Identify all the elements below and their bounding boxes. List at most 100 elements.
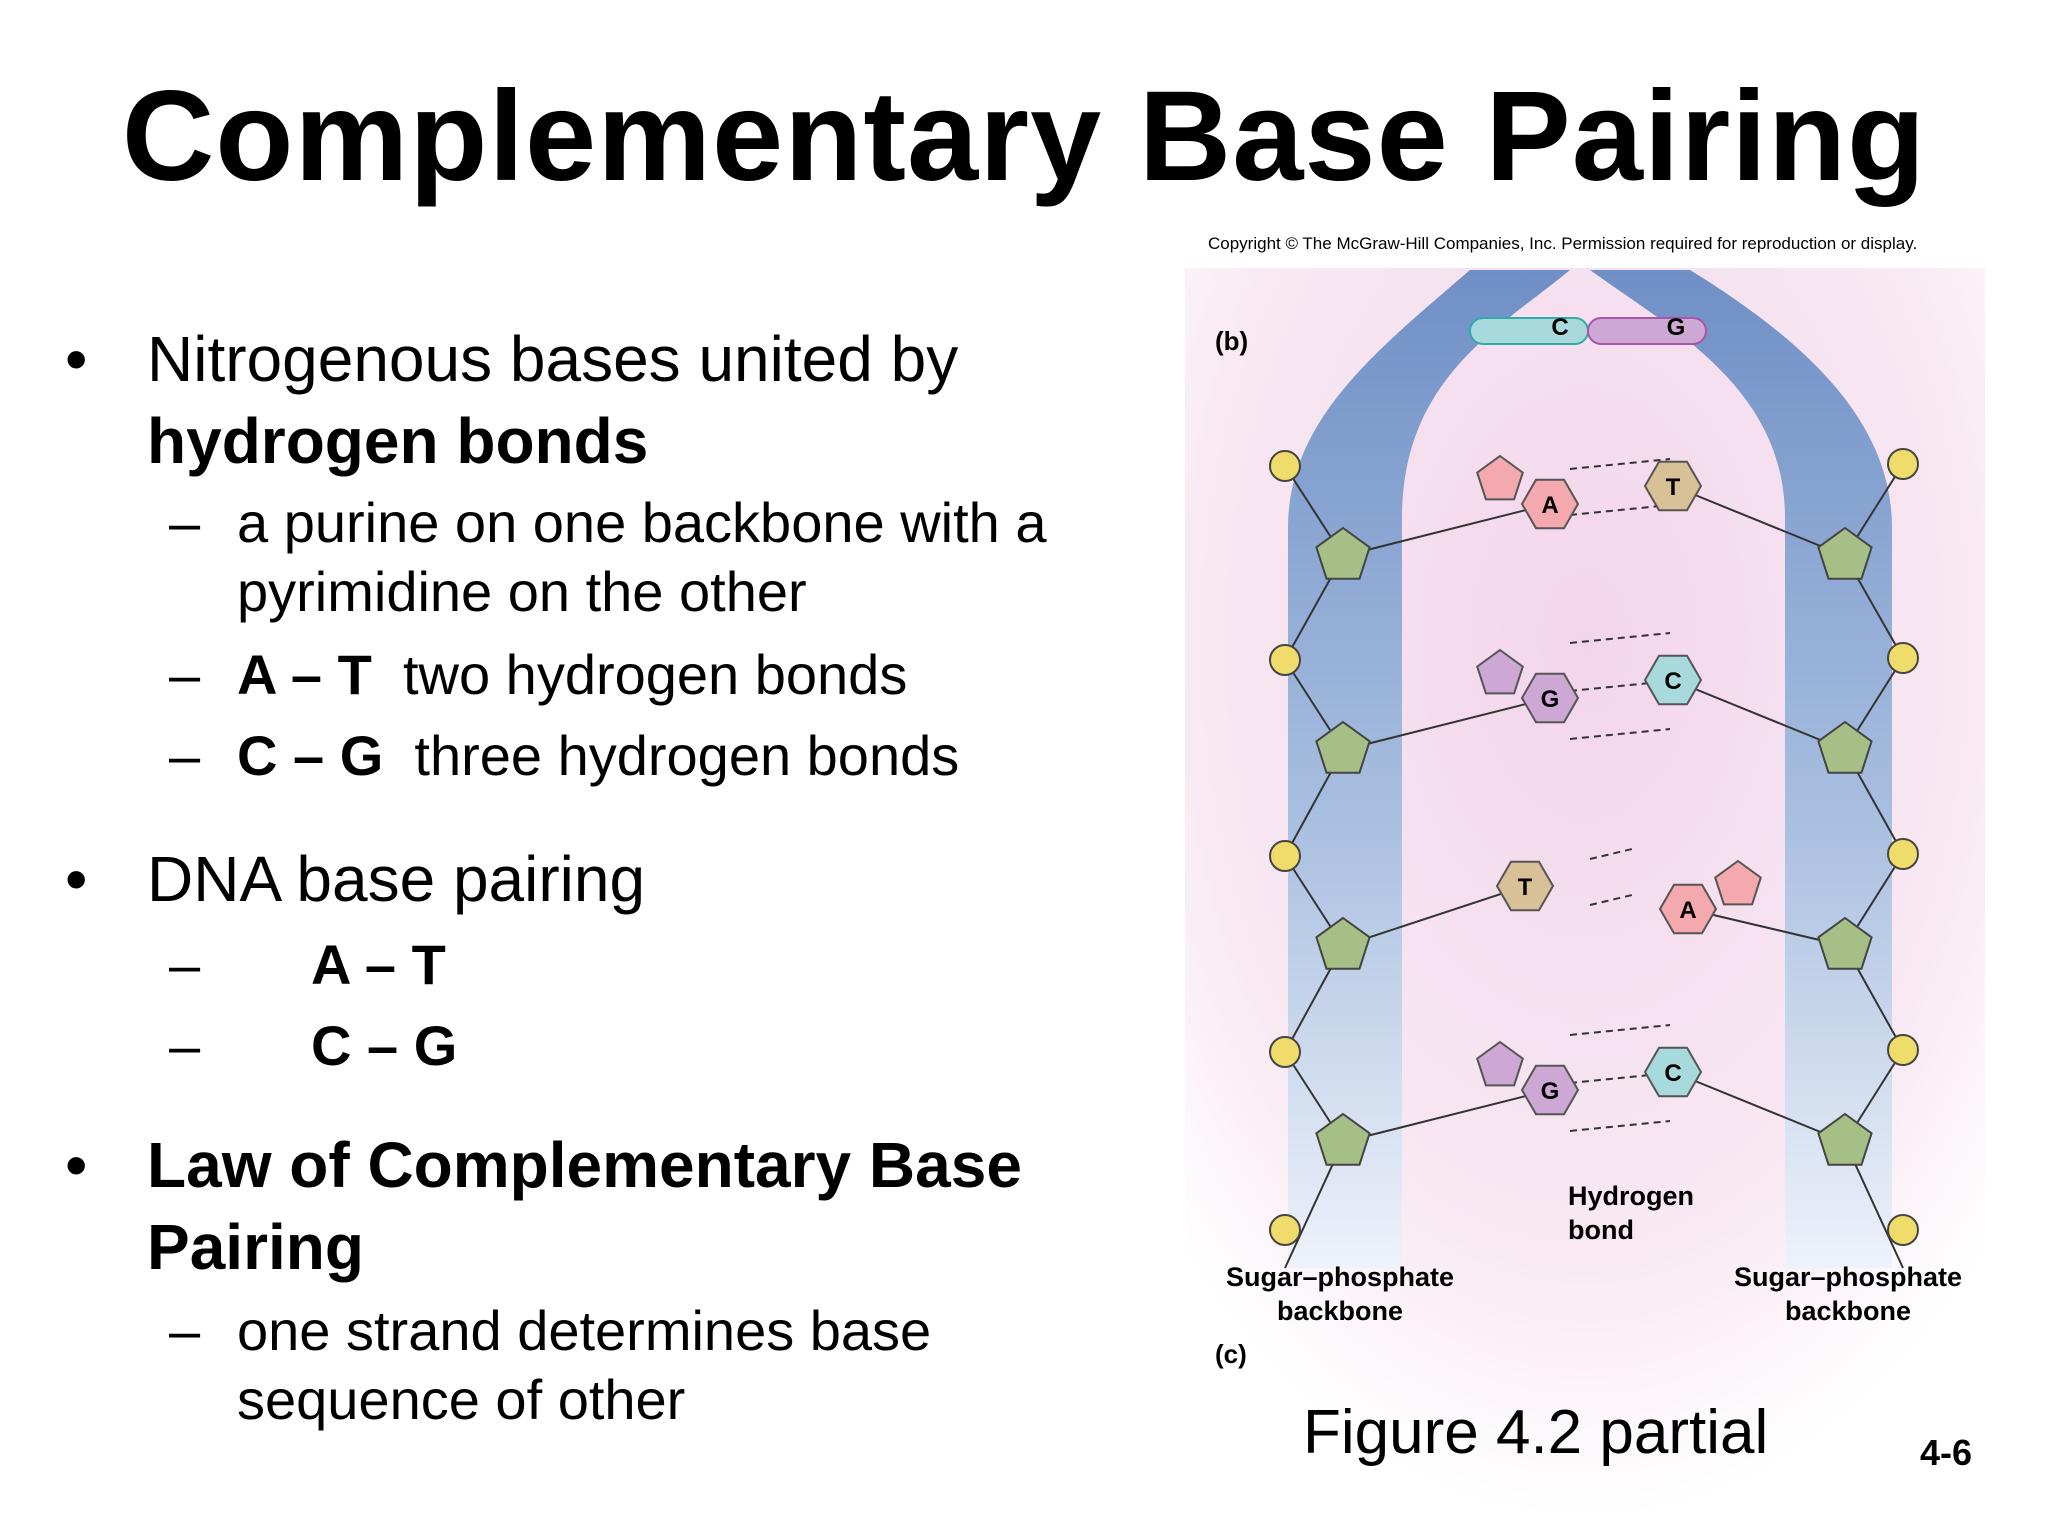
- panel-b-label: (b): [1215, 326, 1248, 356]
- bullet-text: Nitrogenous bases united by: [147, 323, 959, 395]
- hydrogen-bond: [1569, 458, 1671, 470]
- glycosidic-bond: [1672, 679, 1846, 751]
- phosphate-circle: [1887, 838, 1919, 870]
- pair-label: A – T: [311, 933, 446, 996]
- hydrogen-bond: [1569, 632, 1671, 644]
- hydrogen-bond-label: Hydrogen: [1568, 1181, 1694, 1211]
- bullet-marker: •: [65, 1129, 88, 1201]
- bullet-text: DNA base pairing: [147, 843, 646, 915]
- sugar-pentagon: [1315, 1112, 1371, 1166]
- top-cytosine-bar: [1469, 317, 1589, 345]
- base-letter: T: [1666, 474, 1681, 501]
- hydrogen-bond: [1569, 1120, 1671, 1132]
- left-backbone-label: backbone: [1277, 1296, 1403, 1326]
- base-t: [1643, 460, 1703, 512]
- bullet-list: • Nitrogenous bases united by hydrogen b…: [65, 318, 1185, 1434]
- page-number: 4-6: [1920, 1432, 1973, 1473]
- sub-bullet-line: sequence of other: [237, 1368, 686, 1431]
- sub-bullet-purine: – a purine on one backbone with a pyrimi…: [65, 488, 1185, 626]
- sugar-pentagon: [1315, 526, 1371, 580]
- purine-five-ring: [1714, 859, 1762, 906]
- hydrogen-bond-label: bond: [1568, 1215, 1634, 1245]
- sugar-pentagon: [1817, 720, 1873, 774]
- left-backbone-label: Sugar–phosphate: [1226, 1262, 1454, 1292]
- hydrogen-bond: [1569, 1072, 1671, 1084]
- base-c: [1643, 654, 1703, 706]
- top-pair-letter: G: [1667, 314, 1686, 341]
- glycosidic-bond: [1672, 485, 1846, 557]
- bullet-bold-text: hydrogen bonds: [147, 405, 649, 477]
- bullet-law: • Law of Complementary Base Pairing: [65, 1124, 1185, 1288]
- right-backbone-label: Sugar–phosphate: [1734, 1262, 1962, 1292]
- dna-diagram: C G A T G C T A G C (b) (c) Hydrogen bond Sugar–p…: [1185, 268, 1985, 1518]
- left-backbone-ribbon: [1288, 270, 1570, 1268]
- phosphate-circle: [1887, 1034, 1919, 1066]
- dash-marker: –: [169, 933, 201, 996]
- hydrogen-bond: [1569, 1024, 1671, 1036]
- right-backbone-ribbon: [1590, 270, 1892, 1268]
- phosphate-circle: [1887, 448, 1919, 480]
- base-g: [1520, 1064, 1580, 1116]
- phosphate-circle: [1269, 1214, 1301, 1246]
- sugar-pentagon: [1315, 916, 1371, 970]
- base-a: [1520, 478, 1580, 530]
- dna-structure: C G A T G C T A G C: [1269, 314, 1919, 1269]
- base-a: [1658, 883, 1718, 935]
- glycosidic-bond: [1342, 885, 1526, 947]
- dash-marker: –: [169, 1299, 201, 1362]
- copyright-notice: Copyright © The McGraw-Hill Companies, I…: [1208, 234, 1918, 253]
- base-letter: G: [1541, 686, 1560, 713]
- glycosidic-bond: [1342, 1089, 1551, 1143]
- phosphate-circle: [1269, 1036, 1301, 1068]
- sugar-pentagon: [1315, 720, 1371, 774]
- purine-five-ring: [1476, 648, 1524, 695]
- sub-bullet-line: one strand determines base: [237, 1299, 932, 1362]
- dash-marker: –: [169, 724, 201, 787]
- base-letter: C: [1664, 668, 1681, 695]
- dash-marker: –: [169, 643, 201, 706]
- base-letter: C: [1664, 1060, 1681, 1087]
- base-letter: A: [1679, 897, 1696, 924]
- purine-five-ring: [1476, 1040, 1524, 1087]
- top-guanine-bar: [1587, 317, 1707, 345]
- pair-description: two hydrogen bonds: [402, 643, 908, 706]
- purine-five-ring: [1476, 454, 1524, 501]
- bullet-bold-text: Pairing: [147, 1211, 364, 1283]
- base-c: [1643, 1046, 1703, 1098]
- sub-bullet-at: – A – T two hydrogen bonds: [65, 640, 1185, 709]
- dash-marker: –: [169, 491, 201, 554]
- base-letter: A: [1541, 492, 1558, 519]
- sugar-pentagon: [1817, 916, 1873, 970]
- phosphate-circle: [1269, 644, 1301, 676]
- pair-description: three hydrogen bonds: [414, 724, 960, 787]
- sugar-pentagon: [1817, 526, 1873, 580]
- pair-label: C – G: [311, 1014, 458, 1077]
- bullet-hydrogen-bonds: • Nitrogenous bases united by hydrogen b…: [65, 318, 1185, 482]
- slide-title: Complementary Base Pairing: [121, 65, 1927, 208]
- sub-bullet-strand: – one strand determines base sequence of…: [65, 1296, 1185, 1434]
- dna-figure: C G A T G C T A G C (b) (c) Hydrogen bond Sugar–p…: [1170, 268, 1990, 1523]
- top-pair-letter: C: [1551, 314, 1568, 341]
- right-backbone-label: backbone: [1785, 1296, 1911, 1326]
- base-g: [1520, 672, 1580, 724]
- panel-c-label: (c): [1215, 1339, 1247, 1369]
- bullet-marker: •: [65, 323, 88, 395]
- sub-bullet-line: pyrimidine on the other: [237, 560, 807, 623]
- sub-bullet-line: a purine on one backbone with a: [237, 491, 1047, 554]
- glycosidic-bond: [1342, 503, 1551, 557]
- phosphate-circle: [1887, 642, 1919, 674]
- phosphate-circle: [1269, 450, 1301, 482]
- base-letter: T: [1518, 874, 1533, 901]
- dash-marker: –: [169, 1014, 201, 1077]
- bullet-bold-text: Law of Complementary Base: [147, 1129, 1022, 1201]
- base-letter: G: [1541, 1078, 1560, 1105]
- pair-label: A – T: [237, 643, 372, 706]
- pair-label: C – G: [237, 724, 384, 787]
- hydrogen-bond: [1569, 680, 1671, 692]
- bullet-dna-base-pairing: • DNA base pairing: [65, 838, 1185, 920]
- hydrogen-bond: [1569, 504, 1671, 516]
- hydrogen-bond: [1569, 728, 1671, 740]
- sub-bullet-cg-pair: – C – G: [65, 1011, 1185, 1080]
- phosphate-circle: [1887, 1214, 1919, 1246]
- sugar-pentagon: [1817, 1112, 1873, 1166]
